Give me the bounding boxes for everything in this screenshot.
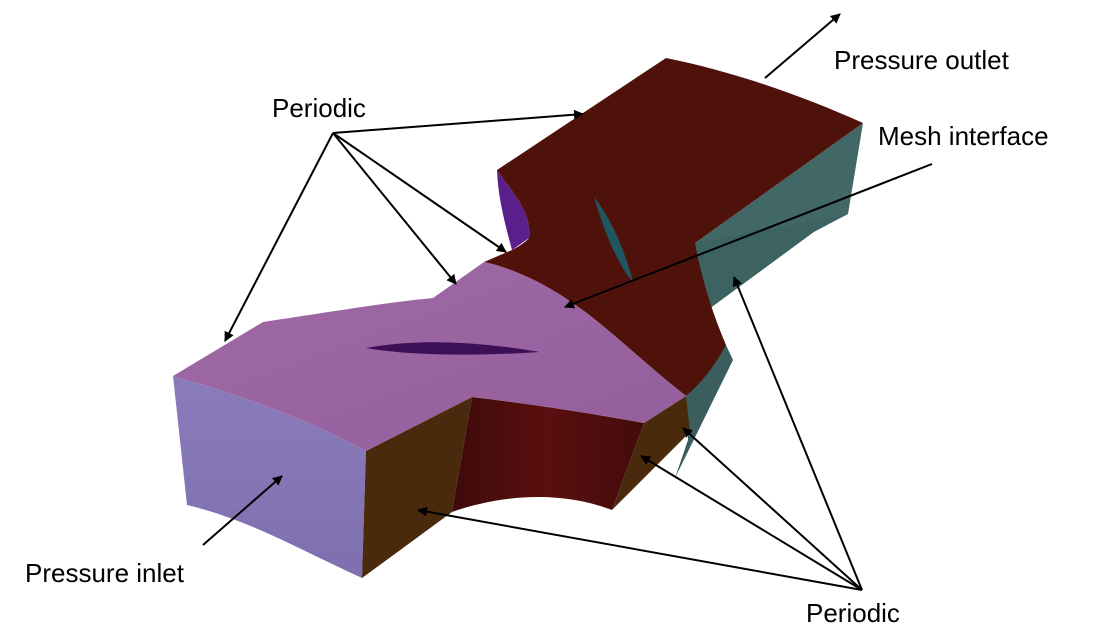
inlet-block-top-face [173,262,686,451]
arrow-pressure-inlet [202,475,283,546]
inlet-block-side-face-right [612,396,690,510]
arrow-periodic-bottom-2 [682,427,863,591]
arrow-periodic-bottom-3 [640,455,863,591]
pressure-inlet-label: Pressure inlet [25,558,184,588]
outlet-block-top-face [484,58,863,396]
inlet-cavity-wall [452,397,644,512]
arrow-periodic-top-4 [224,132,334,342]
blade-outlet-icon [594,197,633,282]
arrow-periodic-top-1 [332,109,584,134]
mesh-interface-label: Mesh interface [878,121,1049,151]
pressure-outlet-label: Pressure outlet [834,45,1009,75]
blade-inlet-icon [366,342,540,355]
periodic-top-label: Periodic [272,93,366,123]
outlet-block-side-face-lower [695,214,848,312]
inlet-block-side-face-left [362,397,472,578]
arrow-mesh-interface [564,163,933,309]
periodic-bottom-label: Periodic [806,598,900,628]
arrow-periodic-bottom-4 [417,506,863,591]
inlet-face [173,376,366,578]
outlet-block-lower-side-face [675,345,733,478]
arrow-periodic-top-3 [332,132,457,285]
annotation-arrows [202,13,933,591]
arrow-periodic-bottom-1 [732,276,863,591]
arrow-periodic-top-2 [332,132,507,253]
arrow-pressure-outlet [764,13,841,79]
periodic-curved-wall-violet [497,170,530,250]
